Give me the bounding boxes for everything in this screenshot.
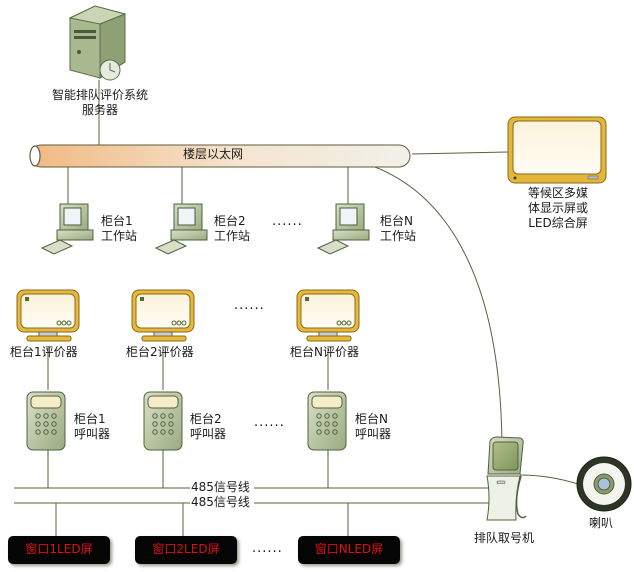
network-label: 楼层以太网: [183, 147, 244, 161]
led-ellipsis: ......: [252, 541, 283, 556]
workstation-label-1: 柜台1 工作站: [101, 214, 137, 244]
evaluator-ellipsis: ......: [234, 298, 265, 313]
evaluator-icon-1: [16, 289, 80, 342]
evaluator-icon-n: [296, 289, 360, 342]
caller-label-2-line2: 呼叫器: [190, 427, 227, 441]
caller-label-2: 柜台2 呼叫器: [190, 412, 226, 442]
waiting-display-label-line2: 体显示屏或: [527, 201, 588, 215]
caller-icon-n: [307, 391, 347, 451]
workstation-label-1-line2: 工作站: [101, 229, 138, 243]
speaker-link: [519, 474, 579, 485]
workstation-label-2-line1: 柜台2: [214, 214, 246, 228]
ethernet-pipe: [29, 144, 411, 168]
server-label-line1: 智能排队评价系统: [51, 88, 148, 102]
led-screen-n: 窗口NLED屏: [298, 536, 400, 564]
server-label: 智能排队评价系统 服务器: [38, 88, 162, 118]
evaluator-label-2: 柜台2评价器: [126, 345, 194, 359]
caller-label-n: 柜台N 呼叫器: [355, 412, 391, 442]
evaluator-label-1: 柜台1评价器: [10, 345, 78, 359]
workstation-label-n-line1: 柜台N: [380, 214, 413, 228]
evaluator-label-n: 柜台N评价器: [290, 345, 359, 359]
waiting-display-label: 等候区多媒 体显示屏或 LED综合屏: [508, 186, 608, 231]
caller-icon-2: [143, 391, 183, 451]
kiosk-icon: [486, 436, 527, 521]
server-label-line2: 服务器: [81, 103, 118, 117]
caller-label-1-line2: 呼叫器: [74, 427, 111, 441]
caller-icons: [26, 391, 347, 451]
display-screen-icon: [507, 116, 607, 184]
caller-label-n-line1: 柜台N: [355, 412, 388, 426]
display-link: [411, 151, 509, 155]
workstation-label-2: 柜台2 工作站: [214, 214, 250, 244]
evaluator-icon-2: [131, 289, 195, 342]
ws2-link: [181, 159, 330, 218]
speaker-icon: [576, 456, 632, 512]
workstation-icon-2: [154, 203, 208, 255]
led-screen-1: 窗口1LED屏: [8, 536, 110, 564]
workstation-label-n-line2: 工作站: [380, 229, 417, 243]
workstation-icons: [40, 203, 370, 255]
signal-line-label-1: 485信号线: [191, 480, 250, 494]
workstation-icon-n: [316, 203, 370, 255]
waiting-display-label-line1: 等候区多媒: [527, 186, 588, 200]
evaluator-icons: [16, 289, 360, 342]
ticket-machine-label: 排队取号机: [474, 531, 535, 545]
speaker-label: 喇叭: [589, 516, 614, 530]
workstation-label-2-line2: 工作站: [214, 229, 251, 243]
caller-label-2-line1: 柜台2: [190, 412, 222, 426]
caller-label-1: 柜台1 呼叫器: [74, 412, 110, 442]
workstation-label-1-line1: 柜台1: [101, 214, 133, 228]
workstation-label-n: 柜台N 工作站: [380, 214, 416, 244]
caller-ellipsis: ......: [254, 415, 285, 430]
caller-icon-1: [26, 391, 66, 451]
signal-line-label-2: 485信号线: [191, 495, 250, 509]
server-icon: [68, 5, 127, 81]
workstation-icon-1: [40, 203, 94, 255]
waiting-display-label-line3: LED综合屏: [528, 216, 588, 230]
workstation-ellipsis: ......: [272, 214, 303, 229]
led-screen-2: 窗口2LED屏: [135, 536, 237, 564]
caller-label-n-line2: 呼叫器: [355, 427, 392, 441]
caller-label-1-line1: 柜台1: [74, 412, 106, 426]
